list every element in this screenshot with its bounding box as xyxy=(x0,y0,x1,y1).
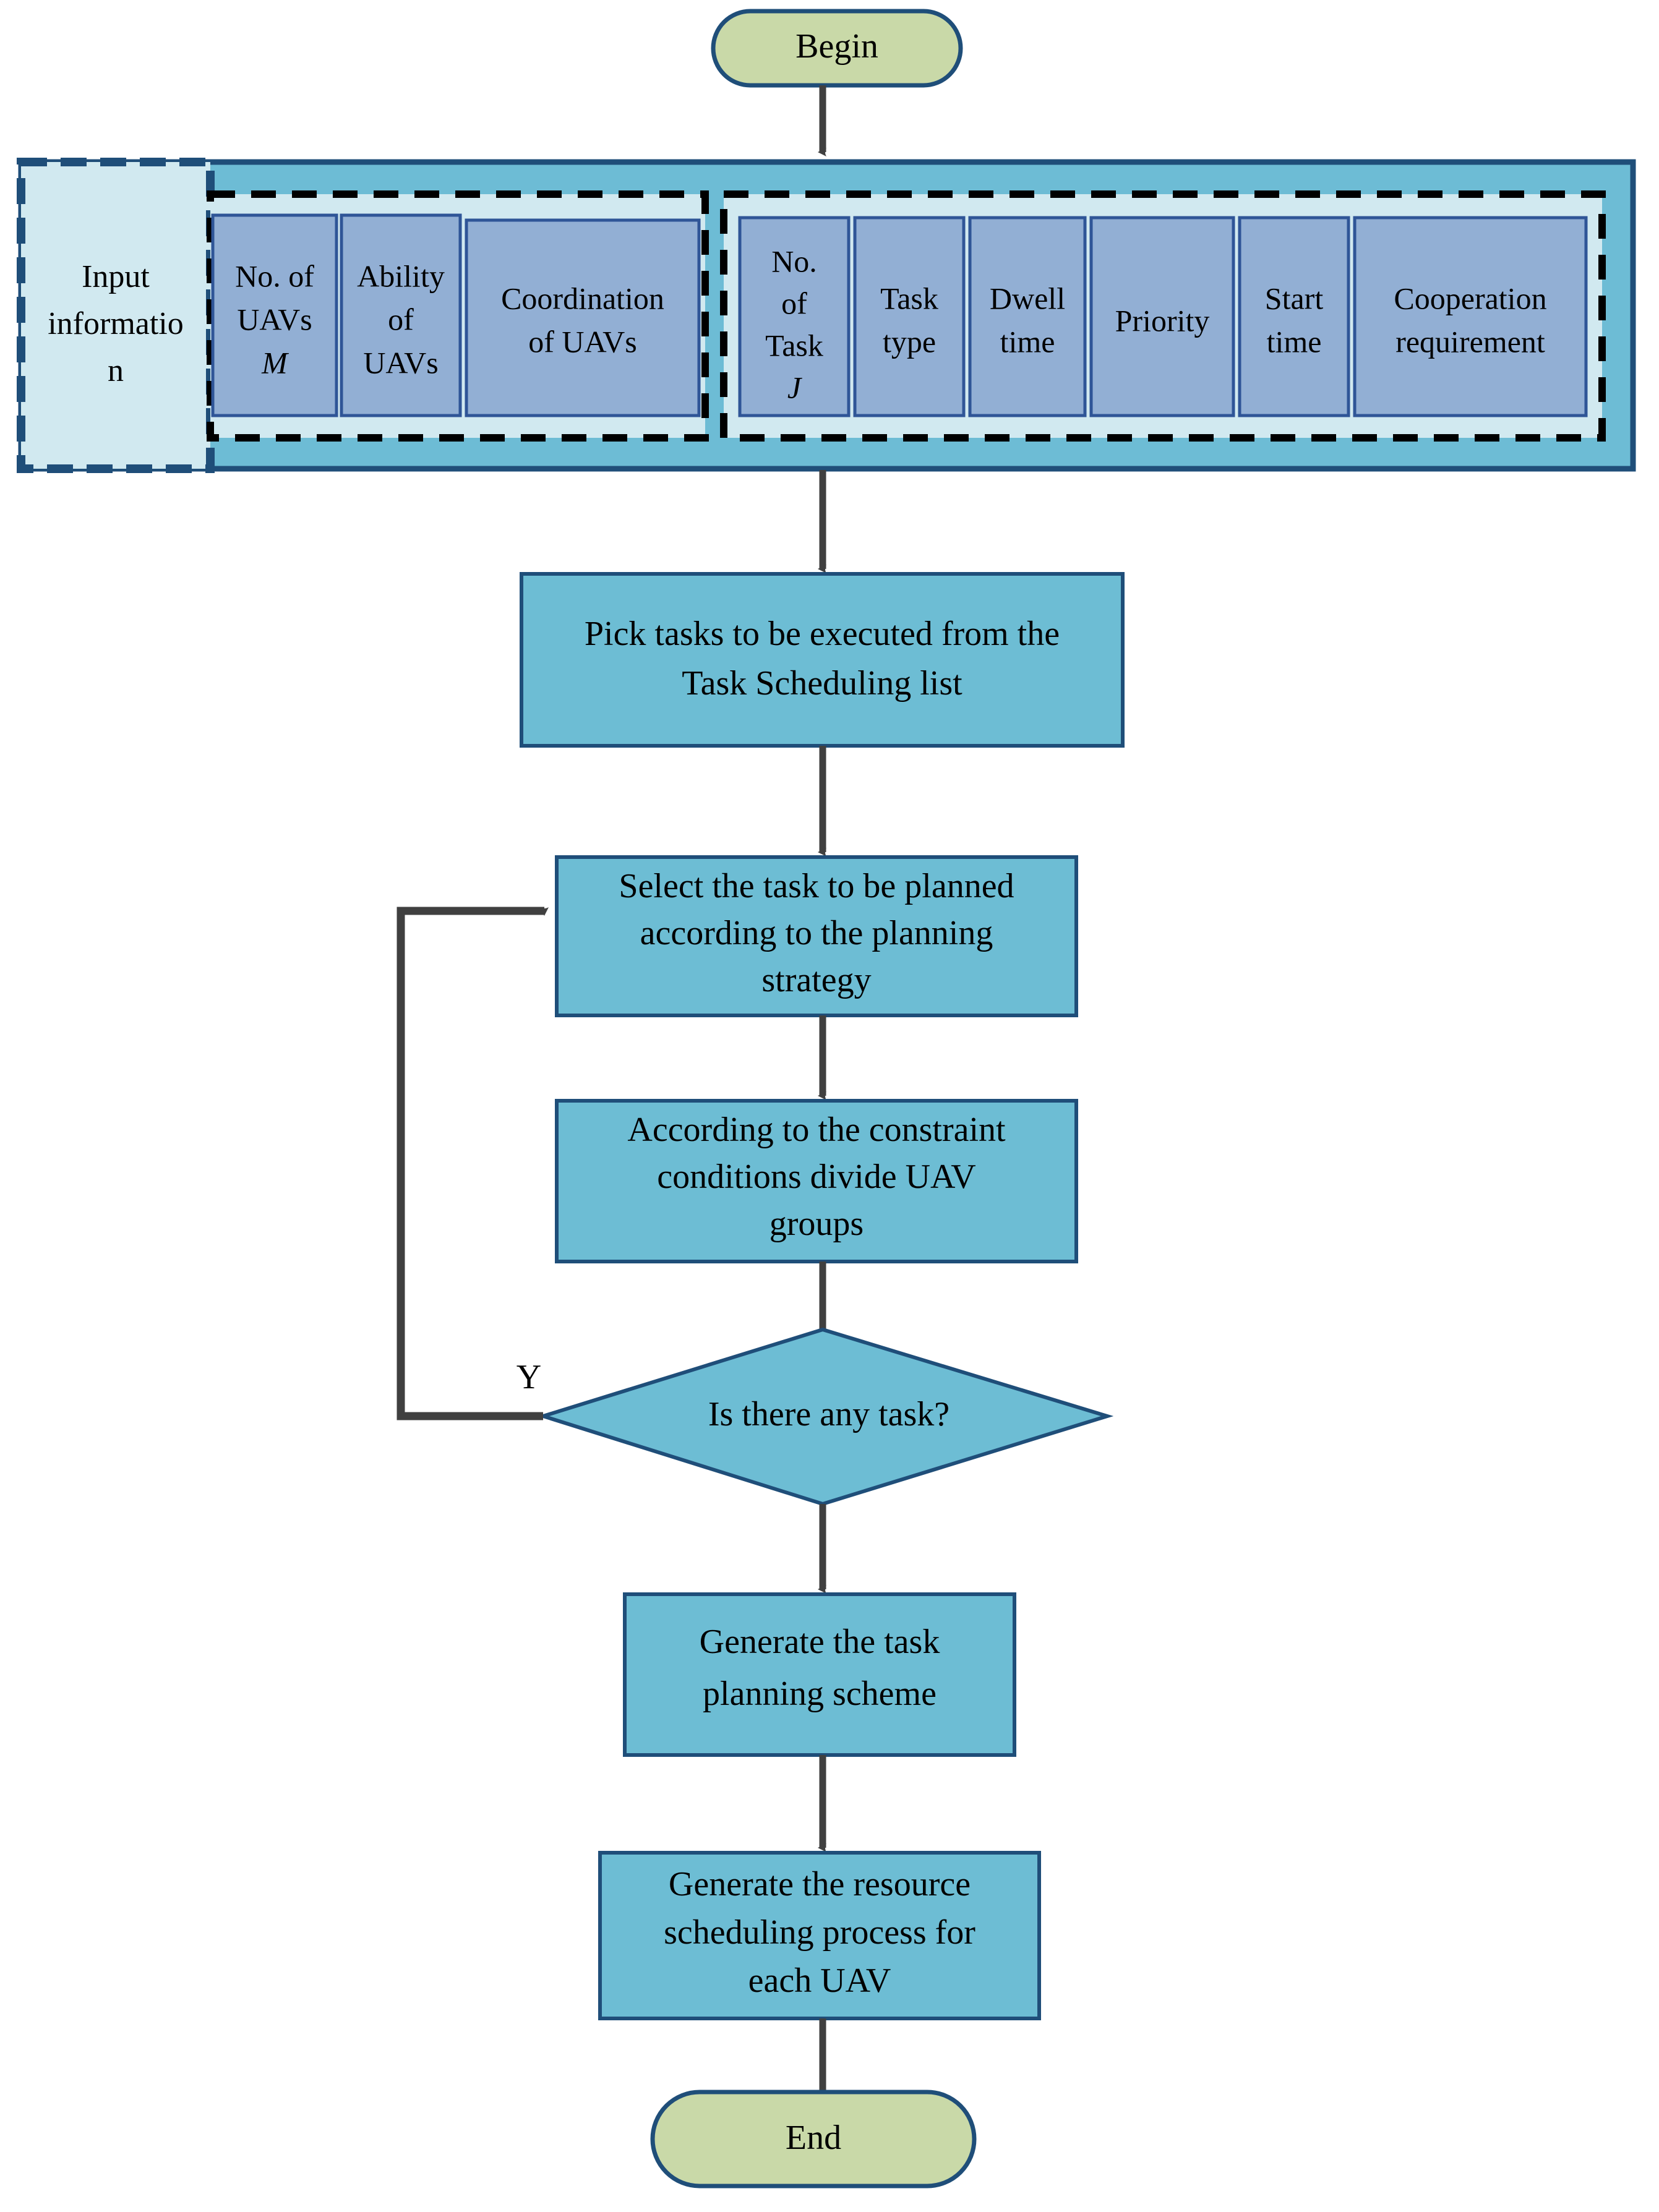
cell-ability-of-uavs[interactable]: Ability of UAVs xyxy=(340,213,462,417)
task-attributes-group: No. of Task J Task type Dwell time xyxy=(720,190,1606,442)
cell-cooperation-requirement[interactable]: Cooperation requirement xyxy=(1353,216,1588,417)
divide-groups-label-line2: conditions divide UAV xyxy=(657,1158,975,1196)
input-information-shape xyxy=(17,158,215,473)
cell-dwell-time-shape xyxy=(968,216,1087,417)
node-is-there-any-task[interactable]: Is there any task? xyxy=(536,1327,1114,1506)
end-label: End xyxy=(786,2119,841,2157)
cell-no-of-task-line2: of xyxy=(781,286,807,320)
edge-decision-yes-loop: Y xyxy=(397,907,549,1420)
pick-tasks-label-line2: Task Scheduling list xyxy=(682,664,962,702)
cell-start-time-shape xyxy=(1238,216,1350,417)
begin-shape xyxy=(711,9,963,88)
cell-no-of-uavs-line2: UAVs xyxy=(237,302,312,336)
node-select-task[interactable]: Select the task to be planned according … xyxy=(555,855,1078,1017)
input-information-label-line3: n xyxy=(108,353,124,388)
node-divide-groups[interactable]: According to the constraint conditions d… xyxy=(555,1099,1078,1263)
generate-schedule-label-line1: Generate the resource xyxy=(669,1865,971,1903)
end-shape xyxy=(650,2090,977,2189)
generate-schedule-label-line2: scheduling process for xyxy=(664,1913,975,1952)
input-information-label-line1: Input xyxy=(82,259,150,294)
input-information-box[interactable]: Input informatio n xyxy=(17,158,215,473)
branch-yes-label: Y xyxy=(517,1358,541,1396)
pick-tasks-shape xyxy=(520,572,1125,748)
cell-cooperation-requirement-line2: requirement xyxy=(1395,324,1545,359)
divide-groups-label-line3: groups xyxy=(769,1205,864,1243)
decision-label: Is there any task? xyxy=(708,1395,950,1433)
cell-no-of-uavs-symbol: M xyxy=(261,345,289,380)
node-generate-plan[interactable]: Generate the task planning scheme xyxy=(623,1592,1016,1757)
cell-coordination-of-uavs[interactable]: Coordination of UAVs xyxy=(465,218,701,417)
begin-label: Begin xyxy=(795,27,878,66)
generate-schedule-shape xyxy=(598,1851,1041,2020)
generate-plan-label-line2: planning scheme xyxy=(703,1675,937,1713)
cell-priority[interactable]: Priority xyxy=(1089,216,1235,417)
cell-no-of-task-symbol: J xyxy=(787,370,803,404)
cell-priority-label: Priority xyxy=(1115,303,1210,338)
divide-groups-shape xyxy=(555,1099,1078,1263)
generate-schedule-label-line3: each UAV xyxy=(748,1962,891,2000)
cell-dwell-time-line1: Dwell xyxy=(990,281,1065,315)
cell-task-type[interactable]: Task type xyxy=(853,216,966,417)
cell-task-type-line2: type xyxy=(883,324,936,359)
select-task-label-line3: strategy xyxy=(761,961,871,999)
pick-tasks-label-line1: Pick tasks to be executed from the xyxy=(585,615,1060,653)
cell-start-time-line1: Start xyxy=(1265,281,1324,315)
cell-dwell-time-line2: time xyxy=(1000,324,1055,359)
cell-task-type-line1: Task xyxy=(880,281,938,315)
input-information-label-line2: informatio xyxy=(48,306,184,341)
cell-no-of-uavs-line1: No. of xyxy=(235,258,314,293)
feedback-loop-path xyxy=(397,907,549,1420)
cell-dwell-time[interactable]: Dwell time xyxy=(968,216,1087,417)
cell-no-of-uavs[interactable]: No. of UAVs M xyxy=(211,213,338,417)
cell-cooperation-requirement-shape xyxy=(1353,216,1588,417)
node-pick-tasks[interactable]: Pick tasks to be executed from the Task … xyxy=(520,572,1125,748)
cell-ability-of-uavs-line3: UAVs xyxy=(363,345,438,380)
cell-ability-of-uavs-line1: Ability xyxy=(357,258,445,293)
cell-no-of-task[interactable]: No. of Task J xyxy=(738,216,851,417)
cell-start-time[interactable]: Start time xyxy=(1238,216,1350,417)
node-end[interactable]: End xyxy=(650,2090,977,2189)
divide-groups-label-line1: According to the constraint xyxy=(627,1111,1006,1149)
cell-cooperation-requirement-line1: Cooperation xyxy=(1394,281,1546,315)
uav-attributes-group: No. of UAVs M Ability of UAVs Coordinati… xyxy=(207,190,709,442)
cell-coordination-of-uavs-line1: Coordination xyxy=(501,281,664,315)
cell-ability-of-uavs-shape xyxy=(340,213,462,417)
cell-task-type-shape xyxy=(853,216,966,417)
input-band: Input informatio n No. of UAVs M Ability xyxy=(17,158,1636,473)
cell-coordination-of-uavs-shape xyxy=(465,218,701,417)
select-task-shape xyxy=(555,855,1078,1017)
cell-no-of-uavs-shape xyxy=(211,213,338,417)
node-generate-schedule[interactable]: Generate the resource scheduling process… xyxy=(598,1851,1041,2020)
cell-ability-of-uavs-line2: of xyxy=(388,302,414,336)
cell-no-of-task-shape xyxy=(738,216,851,417)
generate-plan-label-line1: Generate the task xyxy=(700,1623,940,1661)
cell-coordination-of-uavs-line2: of UAVs xyxy=(528,324,637,359)
cell-no-of-task-line1: No. xyxy=(771,244,817,278)
select-task-label-line2: according to the planning xyxy=(640,914,993,952)
cell-start-time-line2: time xyxy=(1267,324,1322,359)
node-begin[interactable]: Begin xyxy=(711,9,963,88)
cell-priority-shape xyxy=(1089,216,1235,417)
cell-no-of-task-line3: Task xyxy=(765,328,823,362)
generate-plan-shape xyxy=(623,1592,1016,1757)
select-task-label-line1: Select the task to be planned xyxy=(619,867,1014,905)
